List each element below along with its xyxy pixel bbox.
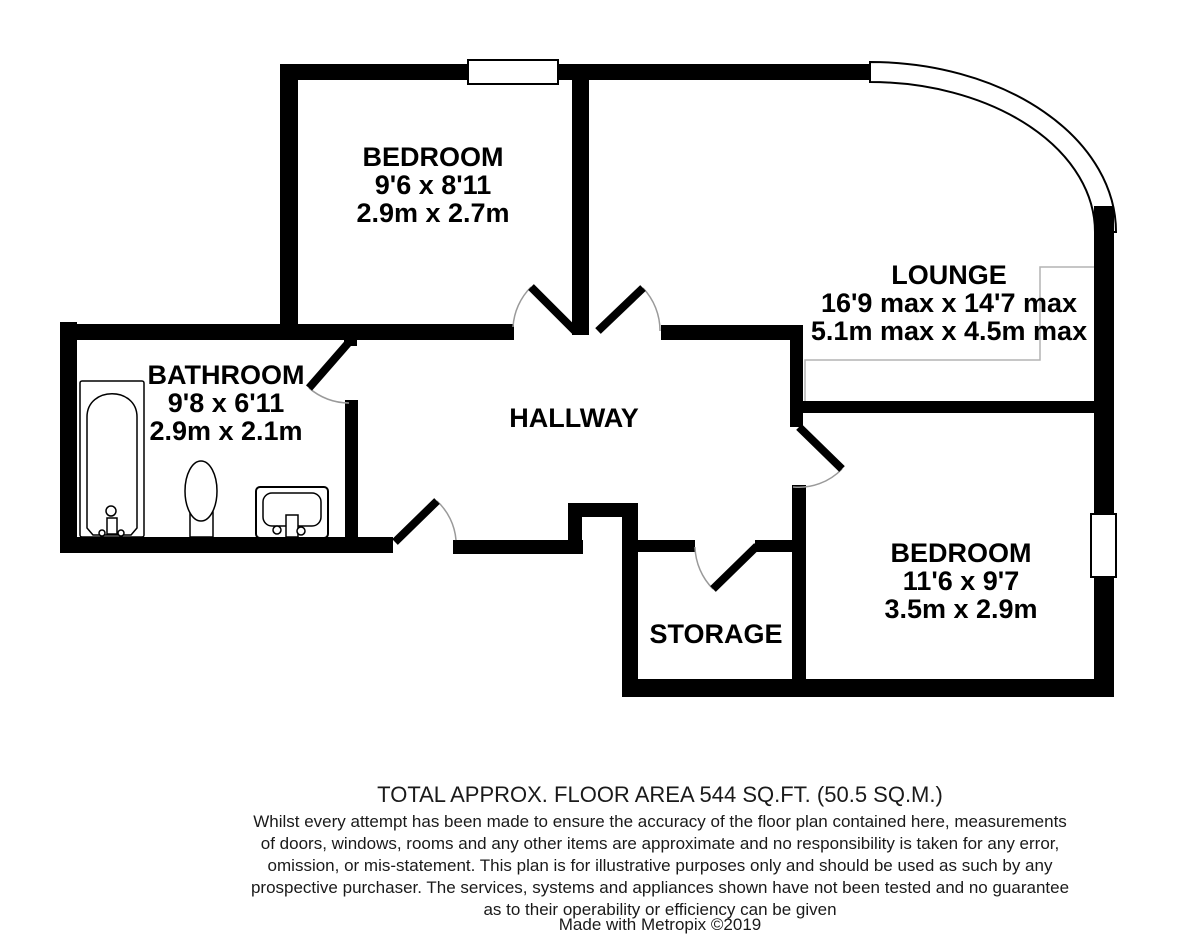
total-floor-area: TOTAL APPROX. FLOOR AREA 544 SQ.FT. (50.… (377, 782, 943, 807)
wall-segment (622, 503, 638, 695)
disclaimer-line: as to their operability or efficiency ca… (483, 900, 837, 919)
door-arc (642, 287, 661, 332)
wall-segment (60, 324, 300, 340)
wall-segment (572, 64, 589, 335)
wall-segment (1094, 400, 1114, 517)
wall-segment (556, 64, 870, 80)
door-arc (308, 387, 350, 404)
wall-segment (60, 537, 393, 553)
door-storage (710, 543, 760, 592)
wall-segment (345, 400, 358, 540)
walls (60, 64, 1114, 697)
wall-segment (568, 503, 638, 517)
door-arc (694, 546, 714, 590)
door-bathroom (305, 338, 354, 391)
wall-segment (661, 325, 803, 340)
disclaimer-line: Whilst every attempt has been made to en… (253, 812, 1067, 831)
bay-window (869, 60, 1118, 233)
room-dims-metric: 3.5m x 2.9m (884, 594, 1038, 624)
door-bedroom-1 (528, 284, 578, 334)
wall-segment (280, 64, 470, 80)
window-bedroom-1 (467, 59, 559, 85)
wall-segment (755, 540, 793, 552)
door-lounge (595, 285, 646, 334)
door-arc (436, 500, 457, 541)
door-leaves (305, 284, 845, 592)
sink-icon (255, 486, 329, 539)
door-arc (792, 468, 843, 489)
disclaimer-line: of doors, windows, rooms and any other i… (260, 834, 1060, 853)
room-dims-imperial: 9'8 x 6'11 (167, 388, 285, 418)
door-entrance (392, 498, 440, 545)
room-label-storage: STORAGE (649, 620, 782, 648)
door-hinge-stub (344, 336, 357, 346)
room-dims-metric: 2.9m x 2.1m (149, 416, 303, 446)
room-label-lounge: LOUNGE 16'9 max x 14'7 max 5.1m max x 4.… (811, 261, 1087, 345)
room-dims-imperial: 11'6 x 9'7 (902, 566, 1020, 596)
room-label-hallway: HALLWAY (509, 404, 639, 432)
wall-segment (790, 325, 803, 427)
room-name: HALLWAY (509, 403, 639, 433)
room-dims-imperial: 9'6 x 8'11 (374, 170, 492, 200)
room-dims-imperial: 16'9 max x 14'7 max (820, 288, 1078, 318)
room-name: BEDROOM (362, 142, 504, 172)
room-dims-metric: 2.9m x 2.7m (356, 198, 510, 228)
toilet-icon (184, 460, 218, 538)
metropix-credit: Made with Metropix ©2019 (558, 915, 762, 934)
bathroom-fixtures (79, 380, 329, 539)
wall-segment (1094, 574, 1114, 697)
room-name: BEDROOM (890, 538, 1032, 568)
wall-segment (803, 401, 1114, 413)
wall-segment (622, 679, 1114, 697)
wall-segment (638, 540, 695, 552)
door-arc (512, 286, 532, 328)
disclaimer-line: prospective purchaser. The services, sys… (250, 878, 1070, 897)
room-name: STORAGE (649, 619, 783, 649)
disclaimer-line: omission, or mis-statement. This plan is… (267, 856, 1053, 875)
lounge-recess-outline (804, 266, 1094, 401)
wall-segment (280, 64, 298, 340)
wall-segment (1094, 206, 1114, 413)
room-name: BATHROOM (147, 360, 305, 390)
bathtub-icon (79, 380, 145, 538)
room-label-bedroom-1: BEDROOM 9'6 x 8'11 2.9m x 2.7m (356, 143, 509, 227)
room-name: LOUNGE (891, 260, 1007, 290)
room-label-bedroom-2: BEDROOM 11'6 x 9'7 3.5m x 2.9m (884, 539, 1037, 623)
wall-segment (792, 485, 806, 697)
wall-segment (280, 324, 514, 340)
wall-segment (453, 540, 583, 554)
room-dims-metric: 5.1m max x 4.5m max (810, 316, 1088, 346)
door-bedroom-2 (796, 424, 845, 472)
wall-segment (60, 322, 77, 553)
window-bedroom-2 (1090, 513, 1117, 578)
room-label-bathroom: BATHROOM 9'8 x 6'11 2.9m x 2.1m (148, 361, 305, 445)
